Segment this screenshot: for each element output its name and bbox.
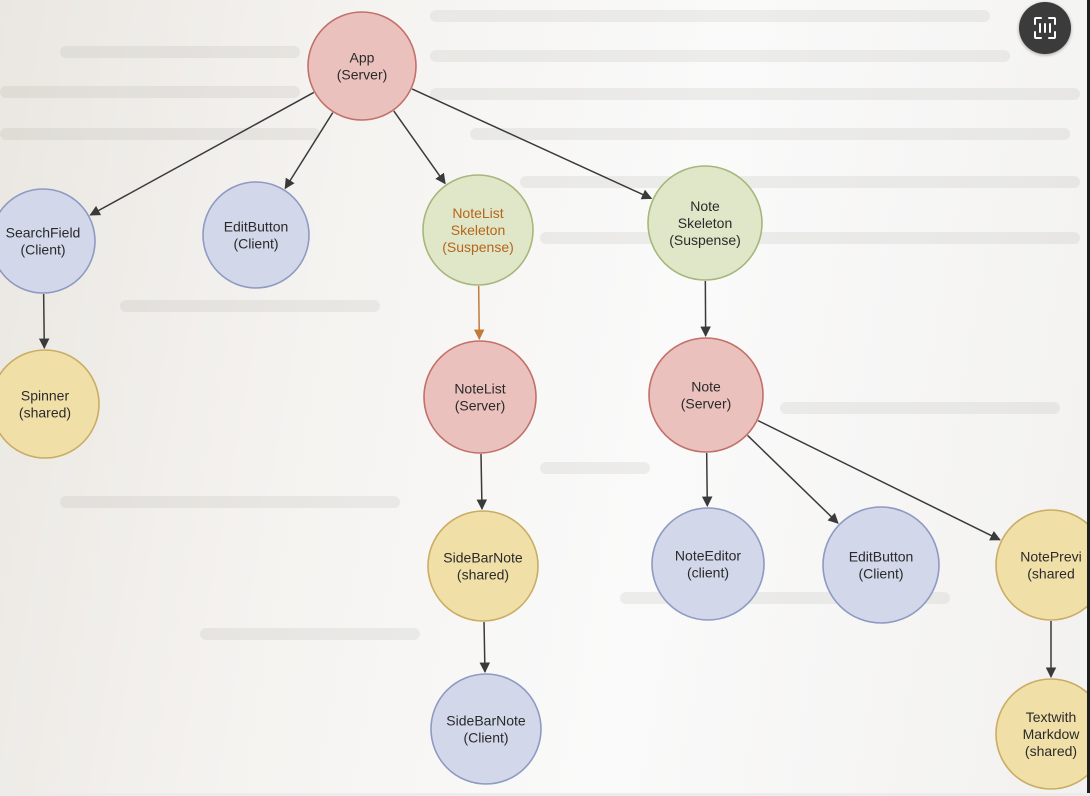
edge-app-to-edit-button-top <box>284 112 334 190</box>
background-text-line <box>120 300 380 312</box>
node-label: SideBarNote <box>446 713 526 729</box>
node-circle-text-with-markdown <box>995 678 1090 790</box>
node-edit-button-top: EditButton(Client) <box>202 181 310 289</box>
node-label: Note <box>690 198 720 214</box>
node-label: (shared) <box>19 405 71 421</box>
node-label: (Server) <box>455 398 506 414</box>
edge-note-server-to-edit-button-bottom <box>747 434 839 524</box>
background-text-line <box>430 10 990 22</box>
node-circle-sidebarnote-client <box>430 673 542 785</box>
background-text-line <box>470 128 1070 140</box>
node-circle-edit-button-bottom <box>822 506 940 624</box>
background-text-line <box>60 496 400 508</box>
node-label: NotePrevi <box>1020 549 1081 565</box>
node-circle-note-editor <box>651 507 765 621</box>
node-label: (Server) <box>681 396 732 412</box>
node-sidebarnote-shared: SideBarNote(shared) <box>427 510 539 622</box>
background-text-line <box>540 462 650 474</box>
edge-note-server-to-note-editor <box>701 452 713 508</box>
node-label: (shared) <box>457 567 509 583</box>
node-label: (Suspense) <box>669 232 741 248</box>
node-circle-notelist-skeleton <box>422 174 534 286</box>
edge-app-to-notelist-skeleton <box>393 110 446 185</box>
node-label: (Client) <box>858 566 903 582</box>
node-circle-notelist-server <box>423 340 537 454</box>
node-label: (Client) <box>20 242 65 258</box>
edge-app-to-search-field <box>89 91 315 216</box>
window-edge <box>0 793 1090 796</box>
node-search-field: SearchField(Client) <box>0 188 96 294</box>
nodes: App(Server)SearchField(Client)EditButton… <box>0 11 1090 790</box>
background-text-line <box>520 176 1080 188</box>
node-label: NoteList <box>454 381 505 397</box>
node-label: Markdow <box>1023 726 1081 742</box>
node-label: Skeleton <box>451 222 505 238</box>
edge-note-server-to-note-preview <box>757 419 1001 541</box>
node-label: (shared) <box>1025 743 1077 759</box>
node-circle-note-preview <box>995 509 1090 621</box>
background-text-line <box>60 46 300 58</box>
background-text-line <box>0 86 300 98</box>
node-app: App(Server) <box>307 11 417 121</box>
node-circle-search-field <box>0 188 96 294</box>
node-circle-note-server <box>648 337 764 453</box>
node-label: App <box>350 50 375 66</box>
background-text-line <box>200 628 420 640</box>
node-note-editor: NoteEditor(client) <box>651 507 765 621</box>
background-text-line <box>430 50 1010 62</box>
node-label: Textwith <box>1026 709 1077 725</box>
window-edge <box>1087 0 1090 796</box>
node-label: Skeleton <box>678 215 732 231</box>
node-sidebarnote-client: SideBarNote(Client) <box>430 673 542 785</box>
node-label: Spinner <box>21 388 70 404</box>
node-circle-edit-button-top <box>202 181 310 289</box>
node-label: EditButton <box>849 549 914 565</box>
node-notelist-server: NoteList(Server) <box>423 340 537 454</box>
node-circle-sidebarnote-shared <box>427 510 539 622</box>
node-label: (client) <box>687 565 729 581</box>
edge-search-field-to-spinner <box>38 293 50 350</box>
node-note-server: Note(Server) <box>648 337 764 453</box>
node-circle-note-skeleton <box>647 165 763 281</box>
background-text-line <box>0 128 320 140</box>
edges <box>38 88 1057 679</box>
background-text-line <box>780 402 1060 414</box>
edge-notelist-skeleton-to-notelist-server <box>473 285 485 341</box>
node-edit-button-bottom: EditButton(Client) <box>822 506 940 624</box>
edge-notelist-server-to-sidebarnote-shared <box>476 453 488 511</box>
node-label: SideBarNote <box>443 550 523 566</box>
node-label: NoteEditor <box>675 548 741 564</box>
node-label: SearchField <box>6 225 81 241</box>
node-label: (Server) <box>337 67 388 83</box>
edge-sidebarnote-shared-to-sidebarnote-client <box>479 621 491 674</box>
text-scan-icon <box>1034 17 1056 39</box>
node-note-preview: NotePrevi(shared <box>995 509 1090 621</box>
text-scan-button[interactable] <box>1019 2 1071 54</box>
node-circle-app <box>307 11 417 121</box>
node-label: Note <box>691 379 721 395</box>
node-label: (Client) <box>463 730 508 746</box>
edge-app-to-note-skeleton <box>411 88 653 200</box>
node-label: (Suspense) <box>442 239 514 255</box>
node-label: EditButton <box>224 219 289 235</box>
node-spinner: Spinner(shared) <box>0 349 100 459</box>
background-text-line <box>430 88 1080 100</box>
node-label: (shared <box>1027 566 1074 582</box>
node-label: NoteList <box>452 205 503 221</box>
node-label: (Client) <box>233 236 278 252</box>
node-circle-spinner <box>0 349 100 459</box>
